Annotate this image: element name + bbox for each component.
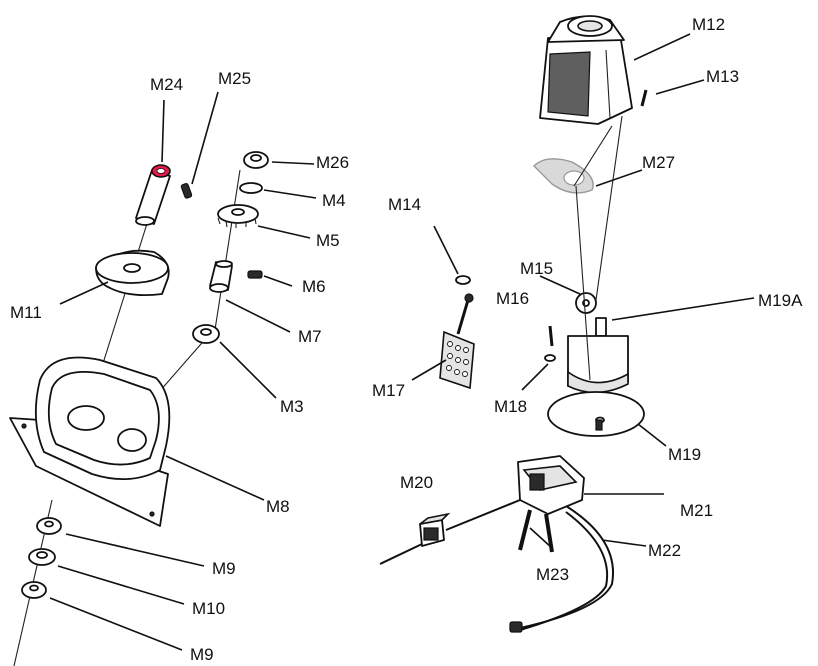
label-m20: M20 (400, 473, 433, 492)
part-labels: M24 M25 M26 M4 M5 M6 M7 M3 M11 M8 M9 M10… (10, 15, 803, 664)
label-m15: M15 (520, 259, 553, 278)
label-m16: M16 (496, 289, 529, 308)
pinion-part (209, 260, 233, 293)
bolt-part (548, 325, 554, 347)
heating-element-part (439, 293, 475, 390)
label-m7: M7 (298, 327, 322, 346)
top-housing-part (539, 15, 633, 125)
label-m12: M12 (692, 15, 725, 34)
grey-bracket-part (533, 158, 594, 194)
label-m10: M10 (192, 599, 225, 618)
label-m27: M27 (642, 153, 675, 172)
label-m14: M14 (388, 195, 421, 214)
label-m9-lower: M9 (190, 645, 214, 664)
mount-bracket-part (517, 455, 585, 553)
small-ring-part (455, 275, 471, 285)
assembly-axes-right (573, 115, 623, 381)
label-m6: M6 (302, 277, 326, 296)
label-m13: M13 (706, 67, 739, 86)
washer-part (239, 182, 263, 194)
screw-part (640, 89, 648, 107)
label-m17: M17 (372, 381, 405, 400)
small-gear-part (575, 292, 597, 314)
label-m25: M25 (218, 69, 251, 88)
label-m8: M8 (266, 497, 290, 516)
lower-nut-part (192, 324, 220, 344)
cable-part (509, 505, 614, 633)
label-m22: M22 (648, 541, 681, 560)
label-m26: M26 (316, 153, 349, 172)
nut-stack-part (21, 517, 62, 599)
switch-wire (379, 543, 423, 565)
switch-block-part (419, 512, 451, 547)
post-part (595, 317, 607, 337)
top-nut-part (243, 151, 269, 169)
gear-part (217, 204, 259, 228)
label-m21: M21 (680, 501, 713, 520)
small-washer-part (544, 354, 556, 362)
label-m19a: M19A (758, 291, 803, 310)
base-housing-part (9, 356, 171, 527)
label-m24: M24 (150, 75, 183, 94)
label-m5: M5 (316, 231, 340, 250)
set-pin-part (247, 270, 263, 279)
label-m11: M11 (10, 303, 42, 322)
label-m3: M3 (280, 397, 304, 416)
label-m9-upper: M9 (212, 559, 236, 578)
label-m19: M19 (668, 445, 701, 464)
label-m23: M23 (536, 565, 569, 584)
leader-lines (49, 33, 755, 651)
bracket-wire (445, 499, 521, 531)
shaft-part (135, 164, 171, 226)
disc-part (95, 249, 170, 297)
label-m4: M4 (322, 191, 346, 210)
small-pin-part (180, 183, 193, 199)
label-m18: M18 (494, 397, 527, 416)
drum-assembly-part (547, 335, 645, 437)
